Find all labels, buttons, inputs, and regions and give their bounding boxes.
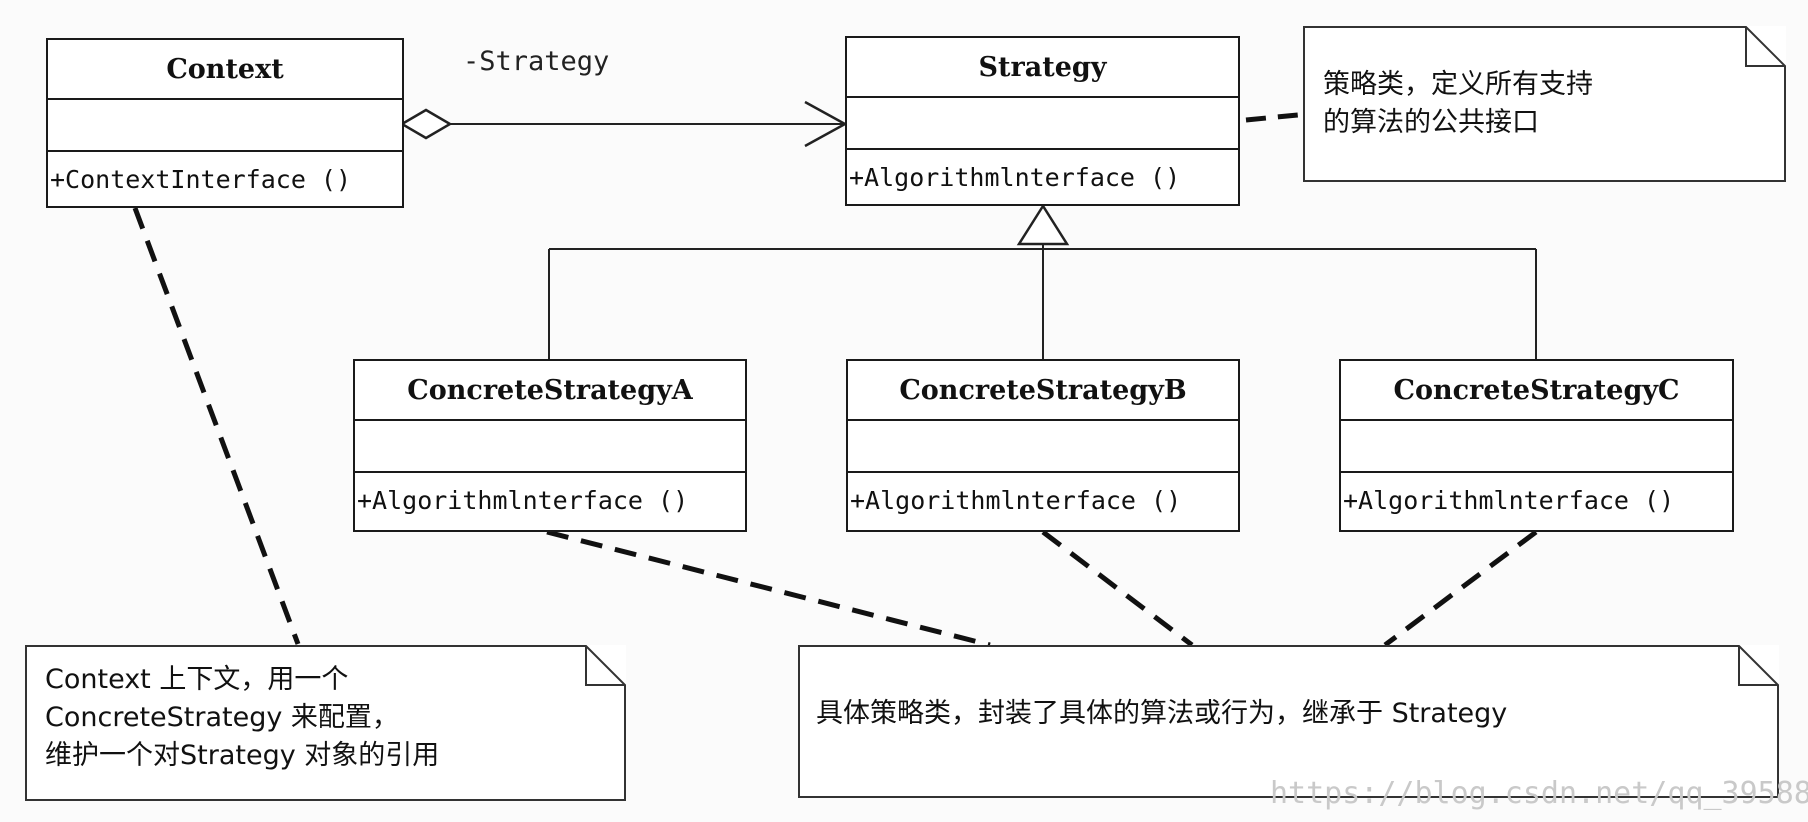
note-anchor-concrete-b <box>1041 530 1194 647</box>
class-strategy-operation: +Algorithmlnterface () <box>849 162 1181 192</box>
note-context: Context 上下文，用一个 ConcreteStrategy 来配置， 维护… <box>25 645 626 801</box>
class-concrete-strategy-c-name: ConcreteStrategyC <box>1341 361 1732 421</box>
note-anchor-concrete-c <box>1383 529 1538 648</box>
association-role-label: -Strategy <box>463 46 610 77</box>
class-concrete-strategy-a-attributes <box>355 421 745 473</box>
class-concrete-strategy-a-name: ConcreteStrategyA <box>355 361 745 421</box>
note-concrete-text: 具体策略类，封装了具体的算法或行为，继承于 Strategy <box>816 698 1508 729</box>
class-concrete-strategy-b-name: ConcreteStrategyB <box>848 361 1238 421</box>
class-concrete-strategy-c-operation: +Algorithmlnterface () <box>1343 485 1675 515</box>
class-context: Context +ContextInterface () <box>46 38 404 208</box>
class-context-operation: +ContextInterface () <box>50 164 352 194</box>
note-context-frame <box>25 645 626 801</box>
class-concrete-strategy-a-operation: +Algorithmlnterface () <box>357 485 689 515</box>
class-concrete-strategy-b-attributes <box>848 421 1238 473</box>
note-strategy-text: 策略类，定义所有支持 的算法的公共接口 <box>1323 69 1593 138</box>
note-strategy: 策略类，定义所有支持 的算法的公共接口 <box>1303 26 1786 182</box>
note-concrete-frame <box>798 645 1779 798</box>
note-concrete-strategies: 具体策略类，封装了具体的算法或行为，继承于 Strategy <box>798 645 1779 798</box>
note-context-text: Context 上下文，用一个 ConcreteStrategy 来配置， 维护… <box>45 664 440 771</box>
class-concrete-strategy-c-attributes <box>1341 421 1732 473</box>
class-strategy-attributes <box>847 98 1238 150</box>
note-anchor-strategy <box>1245 111 1309 123</box>
class-strategy: Strategy +Algorithmlnterface () <box>845 36 1240 206</box>
class-concrete-strategy-b: ConcreteStrategyB +Algorithmlnterface () <box>846 359 1240 532</box>
aggregation-diamond <box>399 108 453 140</box>
note-anchor-concrete-a <box>546 529 991 648</box>
watermark-url: https://blog.csdn.net/qq_39588 <box>1270 776 1808 811</box>
note-anchor-context <box>132 207 301 645</box>
class-concrete-strategy-c: ConcreteStrategyC +Algorithmlnterface () <box>1339 359 1734 532</box>
inheritance-triangle <box>1016 203 1070 246</box>
class-strategy-name: Strategy <box>847 38 1238 98</box>
class-concrete-strategy-a: ConcreteStrategyA +Algorithmlnterface () <box>353 359 747 532</box>
class-context-attributes <box>48 100 402 152</box>
class-concrete-strategy-b-operation: +Algorithmlnterface () <box>850 485 1182 515</box>
note-strategy-frame <box>1303 26 1786 182</box>
class-context-name: Context <box>48 40 402 100</box>
